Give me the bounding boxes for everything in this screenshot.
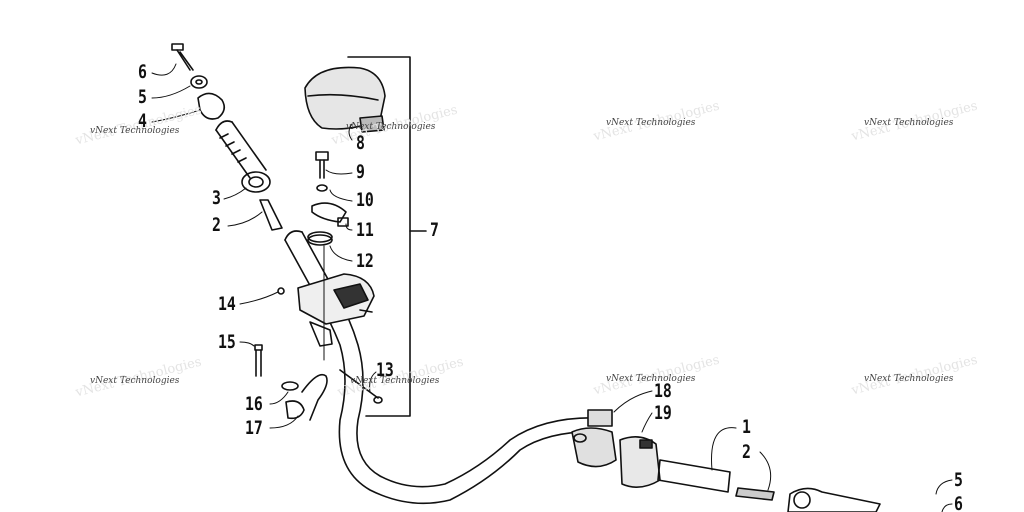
callout-4: 4 (138, 110, 147, 132)
lower-hardware (254, 287, 383, 421)
handlebar (284, 230, 601, 505)
leader-lines (151, 63, 953, 512)
group-7-bracket (347, 56, 427, 417)
throttle-housing (297, 273, 375, 347)
switch-cover (304, 66, 386, 133)
watermark: vNext Technologies (90, 126, 180, 136)
callout-14: 14 (218, 293, 236, 315)
callout-7: 7 (430, 219, 439, 241)
callout-3: 3 (212, 187, 221, 209)
watermark: vNext Technologies (864, 118, 954, 128)
callout-16: 16 (245, 393, 263, 415)
callout-5: 5 (138, 86, 147, 108)
callout-6: 6 (138, 61, 147, 83)
callout-6-right: 6 (954, 493, 963, 512)
callout-2-right: 2 (742, 441, 751, 463)
callout-13: 13 (376, 359, 394, 381)
callout-12: 12 (356, 250, 374, 272)
watermark: vNext Technologies (606, 374, 696, 384)
callout-15: 15 (218, 331, 236, 353)
left-grip (171, 43, 283, 231)
watermark: vNext Technologies (346, 122, 436, 132)
callout-17: 17 (245, 417, 263, 439)
callout-11: 11 (356, 219, 374, 241)
callout-1-right: 1 (742, 416, 751, 438)
switch-hardware (307, 151, 349, 246)
callout-9: 9 (356, 161, 365, 183)
callout-19: 19 (654, 402, 672, 424)
watermark: vNext Technologies (864, 374, 954, 384)
callout-8: 8 (356, 132, 365, 154)
callout-18: 18 (654, 380, 672, 402)
watermark: vNext Technologies (90, 376, 180, 386)
callout-5-right: 5 (954, 469, 963, 491)
watermark: vNext Technologies (350, 376, 440, 386)
right-controls (571, 409, 881, 512)
callout-10: 10 (356, 189, 374, 211)
callout-2: 2 (212, 214, 221, 236)
watermark: vNext Technologies (606, 118, 696, 128)
